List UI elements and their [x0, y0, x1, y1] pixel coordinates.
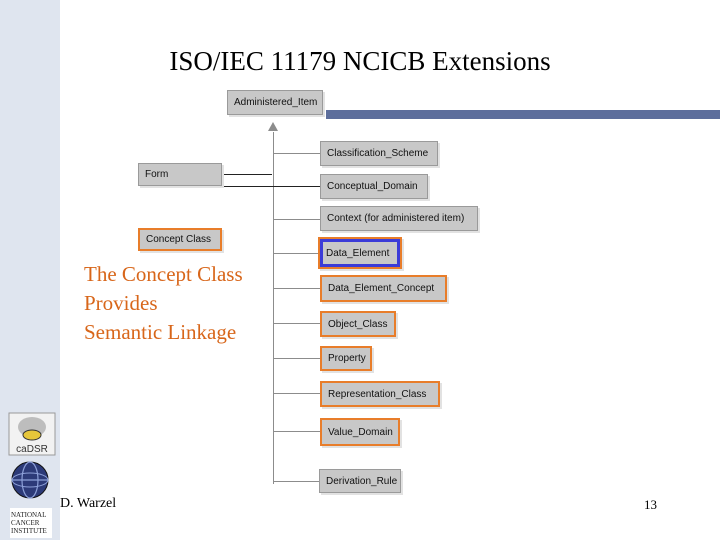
cadsr-logo: caDSR — [8, 412, 56, 461]
title-underline-bar — [326, 110, 720, 119]
branch-line-representation — [273, 393, 320, 394]
branch-line-object — [273, 323, 320, 324]
value-domain-box: Value_Domain — [320, 418, 400, 446]
author-name: D. Warzel — [60, 496, 117, 511]
slide-title: ISO/IEC 11179 NCICB Extensions — [169, 46, 551, 76]
form-connector-line — [222, 174, 272, 175]
derivation-rule-box: Derivation_Rule — [319, 469, 401, 493]
globe-logo — [10, 460, 50, 505]
branch-line-classification — [273, 153, 320, 154]
branch-line-derivation — [273, 481, 319, 482]
branch-line-property — [273, 358, 320, 359]
caption-line-1: The Concept Class — [84, 262, 243, 286]
classification-scheme-box: Classification_Scheme — [320, 141, 438, 166]
concept-class-caption: The Concept Class Provides Semantic Link… — [84, 260, 243, 347]
conceptual-domain-box: Conceptual_Domain — [320, 174, 428, 199]
caption-line-2: Provides — [84, 291, 158, 315]
form-conceptual-connector-line — [222, 186, 320, 187]
cadsr-logo-text: caDSR — [16, 444, 48, 455]
form-box: Form — [138, 163, 222, 186]
context-box: Context (for administered item) — [320, 206, 478, 231]
inheritance-arrow-icon — [268, 122, 278, 131]
concept-class-box: Concept Class — [138, 228, 222, 251]
caption-line-3: Semantic Linkage — [84, 320, 237, 344]
branch-line-value-domain — [273, 431, 320, 432]
branch-line-context — [273, 219, 320, 220]
representation-class-box: Representation_Class — [320, 381, 440, 407]
data-element-box: Data_Element — [318, 237, 402, 269]
object-class-box: Object_Class — [320, 311, 396, 337]
data-element-concept-box: Data_Element_Concept — [320, 275, 447, 302]
property-box: Property — [320, 346, 372, 371]
branch-line-data-element — [273, 253, 318, 254]
inheritance-trunk-line — [273, 132, 274, 484]
branch-line-dec — [273, 288, 320, 289]
page-number: 13 — [644, 497, 657, 512]
administered-item-box: Administered_Item — [227, 90, 323, 115]
